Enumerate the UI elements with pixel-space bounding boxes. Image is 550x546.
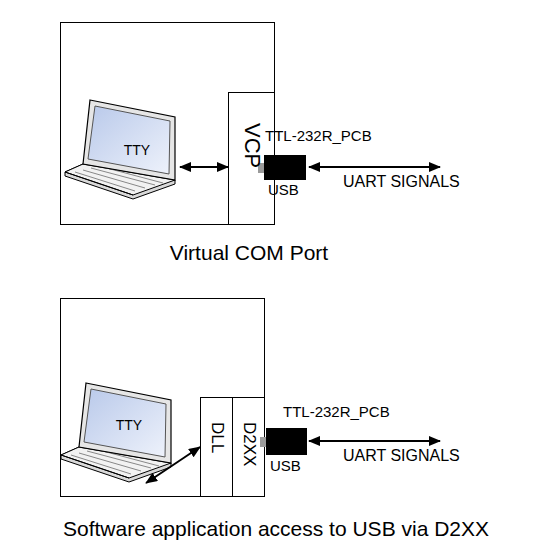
laptop-part	[83, 100, 175, 180]
connector-arrow	[146, 447, 200, 483]
plug-tip	[260, 437, 266, 447]
laptop-part	[61, 455, 129, 478]
signal-label: UART SIGNALS	[343, 447, 460, 465]
uart-signal-arrow	[309, 440, 440, 442]
driver-text: DLL	[207, 422, 226, 453]
laptop-icon: TTY	[61, 383, 176, 483]
laptop-part	[75, 172, 135, 191]
port-name: USB	[270, 458, 301, 475]
connector-arrow	[180, 166, 228, 168]
laptop-part	[65, 172, 133, 195]
laptop-part	[71, 455, 131, 474]
part-name: TTL-232R_PCB	[265, 128, 372, 145]
part-name: TTL-232R_PCB	[283, 404, 390, 421]
usb-plug: TTL-232R_PCBUSB	[264, 155, 306, 180]
system-frame: Software application access to USB via D…	[60, 298, 265, 497]
laptop-icon: TTY	[65, 100, 180, 200]
driver-box: DLL	[200, 397, 233, 497]
caption-text: Virtual COM Port	[39, 241, 459, 264]
laptop-part	[88, 106, 170, 174]
laptop-part	[84, 389, 166, 457]
screen-text: TTY	[105, 418, 153, 433]
port-name: USB	[268, 182, 299, 199]
screen-text: TTY	[113, 143, 161, 158]
usb-plug: TTL-232R_PCBUSB	[266, 428, 307, 455]
laptop-part	[79, 383, 171, 463]
uart-signal-arrow	[309, 166, 440, 168]
signal-label: UART SIGNALS	[343, 173, 460, 191]
laptop-drawing	[65, 100, 180, 200]
caption-text: Software application access to USB via D…	[26, 517, 526, 540]
driver-text: VCP	[239, 123, 263, 168]
driver-text: D2XX	[239, 422, 258, 466]
system-frame: Virtual COM PortTTYVCP	[60, 22, 275, 225]
driver-box: D2XX	[232, 397, 265, 497]
